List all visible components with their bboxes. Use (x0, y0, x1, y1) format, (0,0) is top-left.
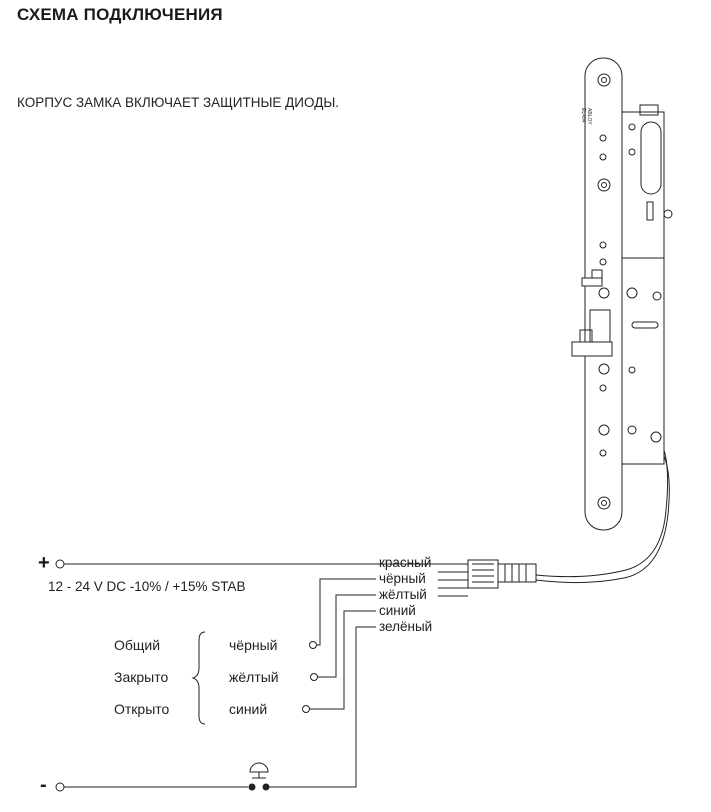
wire-label-yellow: жёлтый (379, 587, 427, 602)
wire-label-black: чёрный (379, 571, 426, 586)
terminal-closed-wire: жёлтый (229, 669, 279, 685)
push-button-switch (249, 762, 269, 773)
lock-cable (535, 449, 669, 578)
voltage-spec: 12 - 24 V DC -10% / +15% STAB (48, 579, 246, 594)
wire-label-blue: синий (379, 603, 416, 618)
terminal-open-wire: синий (229, 701, 268, 717)
lock-body (621, 111, 665, 465)
diode-note: КОРПУС ЗАМКА ВКЛЮЧАЕТ ЗАЩИТНЫЕ ДИОДЫ. (17, 95, 340, 110)
plus-sign: + (38, 552, 50, 574)
terminal-open: Открыто (114, 701, 170, 717)
minus-terminal (55, 782, 65, 792)
terminal-common-wire: чёрный (229, 637, 278, 653)
terminal-common: Общий (114, 637, 161, 653)
latch-bolt (581, 277, 603, 287)
lock-model: EL404 (580, 108, 586, 123)
lock-forend (584, 57, 623, 531)
lock-brand: ABLOY (586, 108, 592, 125)
page-title: СХЕМА ПОДКЛЮЧЕНИЯ (17, 5, 223, 24)
plus-terminal (55, 559, 65, 569)
wire-label-green: зелёный (379, 619, 433, 634)
terminal-closed: Закрыто (114, 669, 169, 685)
wire-label-red: красный (379, 555, 432, 570)
dead-bolt (571, 341, 613, 357)
cylinder-hole (640, 121, 662, 195)
connector (467, 559, 499, 589)
minus-sign: - (40, 774, 47, 796)
